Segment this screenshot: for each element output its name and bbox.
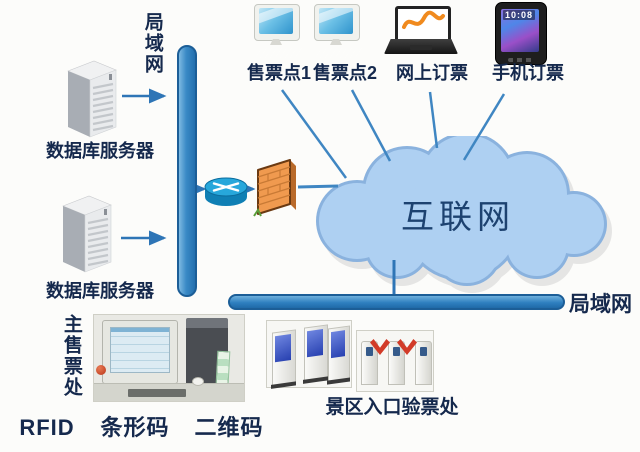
tech-label-rfid: RFID (19, 415, 75, 440)
internet-cloud (316, 136, 612, 293)
tower-server-icon (67, 60, 117, 138)
main-ticket-office-label: 主售票处 (60, 314, 82, 398)
laptop-base (384, 39, 458, 54)
device-label-ticket1: 售票点1 (246, 63, 311, 83)
device-label-ticket2: 售票点2 (312, 63, 377, 83)
internet-label: 互联网 (401, 200, 515, 236)
desktop-computer-icon (252, 4, 306, 62)
entrance-check-label: 景区入口验票处 (325, 397, 459, 418)
lan-horizontal-bar (228, 294, 565, 310)
tower-server-icon (62, 195, 112, 273)
server2-label: 数据库服务器 (46, 281, 154, 301)
smartphone-icon: 10:08 (495, 2, 547, 65)
phone-screen: 10:08 (501, 9, 539, 52)
tripod-turnstiles-photo (356, 330, 434, 392)
lan-bottom-label: 局域网 (569, 293, 632, 316)
desktop-computer-icon (312, 4, 366, 62)
device-label-mobile-booking: 手机订票 (492, 63, 564, 83)
lan-vertical-bar (177, 45, 197, 297)
lan-top-label: 局域网 (141, 12, 163, 75)
monitor (314, 4, 360, 41)
firewall-icon (253, 159, 296, 217)
wo-logo (402, 10, 445, 29)
tech-label-barcode: 条形码 (100, 415, 170, 440)
laptop-screen (395, 6, 451, 44)
gate-unit (327, 325, 350, 385)
keyboard (314, 48, 366, 58)
speed-gates-photo (266, 320, 352, 389)
turnstile-pedestal (388, 341, 405, 385)
office-mouse (192, 377, 204, 386)
gate-unit (271, 329, 296, 389)
ticket-office-photo (93, 314, 245, 402)
keyboard (254, 48, 306, 58)
gate-unit (303, 324, 328, 384)
device-label-web-booking: 网上订票 (396, 63, 468, 83)
turnstile-pedestal (415, 341, 432, 385)
cloud-body (319, 136, 604, 283)
laptop-icon (384, 6, 458, 58)
tech-label-qrcode: 二维码 (194, 415, 264, 440)
phone-clock: 10:08 (503, 10, 536, 20)
router-icon (204, 177, 248, 206)
red-knob (96, 365, 106, 375)
server1-label: 数据库服务器 (46, 141, 154, 161)
phone-buttons (508, 58, 534, 62)
grass-decoration (253, 208, 262, 217)
turnstile-pedestal (361, 341, 378, 385)
monitor (254, 4, 300, 41)
office-monitor (102, 320, 178, 384)
office-keyboard (128, 389, 186, 397)
